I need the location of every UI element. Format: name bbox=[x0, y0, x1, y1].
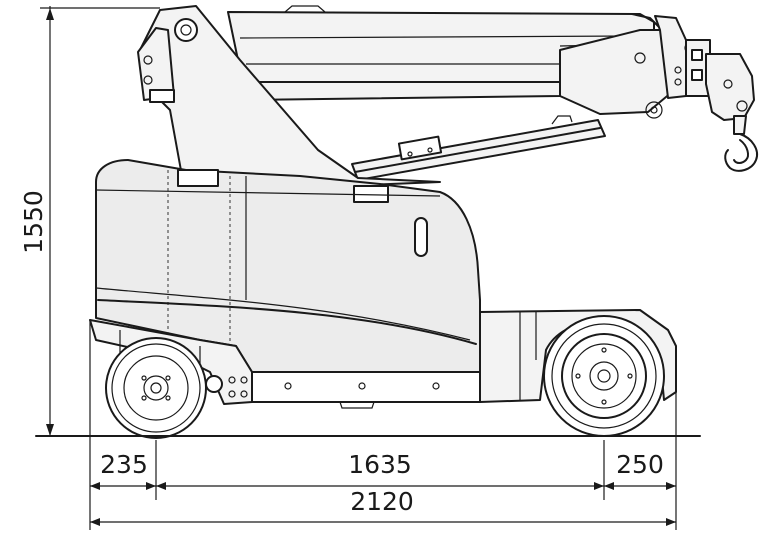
front-wheel bbox=[105, 337, 223, 439]
boom bbox=[227, 5, 696, 119]
overall-length-label: 2120 bbox=[350, 487, 414, 516]
dimension-lines bbox=[35, 6, 701, 530]
hook-assembly bbox=[685, 39, 758, 172]
chassis-body bbox=[89, 159, 677, 409]
height-dimension-label: 1550 bbox=[19, 190, 48, 254]
rear-overhang-label: 250 bbox=[616, 450, 664, 479]
rear-wheel bbox=[543, 315, 665, 437]
dimension-labels: 1550 235 1635 250 2120 bbox=[19, 190, 664, 516]
wheelbase-label: 1635 bbox=[348, 450, 412, 479]
front-overhang-label: 235 bbox=[100, 450, 148, 479]
mast bbox=[137, 5, 441, 187]
hydraulic-cylinder bbox=[351, 115, 606, 181]
